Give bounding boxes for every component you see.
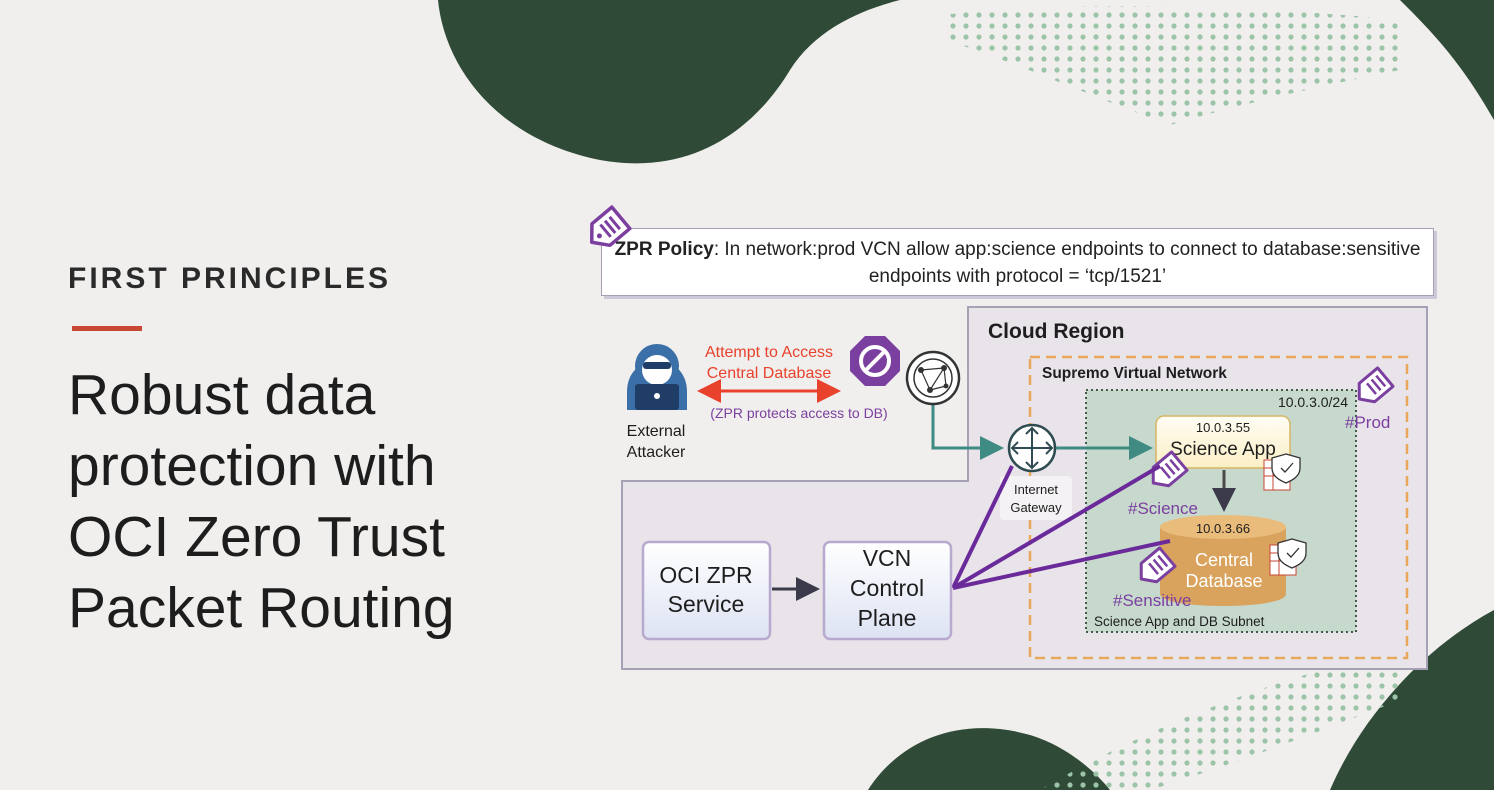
tag-icon [589,205,632,248]
database-ip: 10.0.3.66 [1196,521,1250,536]
gateway-label-line1: Internet [1014,482,1058,497]
attempt-label-line1: Attempt to Access [705,344,833,361]
internet-to-gateway-path [931,404,1004,460]
policy-label: ZPR Policy [614,239,714,260]
zpr-service-line1: OCI ZPR [659,562,752,588]
subnet-cidr: 10.0.3.0/24 [1278,394,1348,410]
policy-line-app [951,464,1162,590]
subnet-label: Science App and DB Subnet [1094,614,1265,629]
sensitive-tag-label: #Sensitive [1113,591,1191,610]
science-app-label: Science App [1170,439,1276,460]
database-label-line1: Central [1195,550,1253,570]
shield-icon [1263,453,1301,491]
dot-pattern-top [945,5,1400,126]
control-plane-line2: Control [850,575,924,601]
gateway-label-bg [1000,476,1072,520]
router-icon [1007,423,1057,473]
shield-icon [1269,538,1307,576]
control-plane-line1: VCN [863,545,912,571]
sensitive-tag-icon [1139,546,1177,584]
dot-pattern-bottom [1040,650,1400,790]
science-app-box [1155,415,1291,469]
policy-text: : In network:prod VCN allow app:science … [713,239,1421,287]
database-icon [1160,515,1286,606]
prod-tag-label: #Prod [1345,413,1390,432]
accent-rule [72,326,142,331]
block-icon [850,336,900,386]
zpr-note: (ZPR protects access to DB) [710,405,887,421]
page-title: Robust data protection with OCI Zero Tru… [68,363,455,640]
section-kicker: FIRST PRINCIPLES [68,262,392,295]
cloud-region-label: Cloud Region [988,320,1124,343]
green-swoosh-right [1400,0,1494,120]
zpr-service-line2: Service [668,591,745,617]
attempt-label-line2: Central Database [707,365,832,382]
zpr-policy-box: ZPR Policy: In network:prod VCN allow ap… [601,228,1434,296]
hacker-icon [627,344,687,410]
green-swoosh-top [438,0,900,164]
science-app-ip: 10.0.3.55 [1196,420,1250,435]
prod-tag-icon [1357,366,1395,404]
control-plane-line3: Plane [858,605,917,631]
globe-icon [905,350,961,406]
vcn-label: Supremo Virtual Network [1042,365,1227,382]
attacker-label-line2: Attacker [627,444,686,461]
gateway-label-line2: Gateway [1010,500,1062,515]
policy-line-gateway [951,465,1014,589]
green-swoosh-bottom [868,610,1494,790]
control-plane-box [822,540,953,641]
attacker-label-line1: External [627,423,686,440]
science-tag-label: #Science [1128,499,1198,518]
zpr-service-box [641,540,772,641]
policy-line-db [952,539,1171,590]
database-label-line2: Database [1185,571,1262,591]
